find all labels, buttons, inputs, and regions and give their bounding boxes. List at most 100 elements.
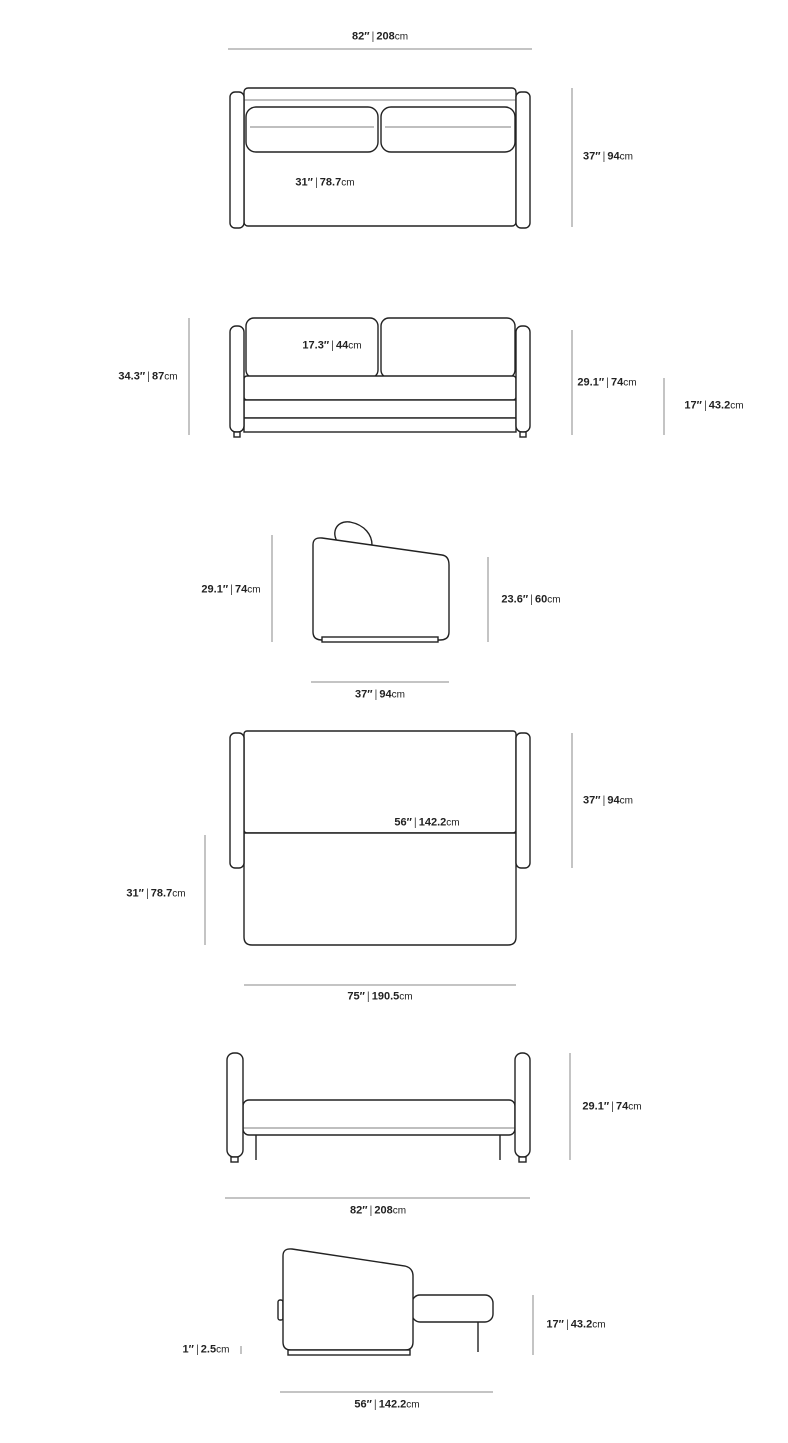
separator: | — [611, 1100, 614, 1113]
separator: | — [230, 583, 233, 596]
cm-value: 2.5 — [200, 1343, 217, 1356]
separator: | — [530, 593, 533, 606]
inch-value: 31″ — [295, 176, 313, 189]
sofa-side-view-open — [277, 1248, 494, 1356]
dimension-label-open-extension: 31″|78.7cm — [126, 887, 186, 900]
cm-value: 74 — [234, 583, 248, 596]
dimension-label-back-height: 17.3″|44cm — [302, 339, 362, 352]
inch-value: 82″ — [351, 30, 370, 43]
inch-value: 37″ — [583, 150, 601, 163]
cm-value: 190.5 — [371, 990, 400, 1003]
inch-value: 1″ — [182, 1343, 194, 1356]
separator: | — [602, 794, 606, 807]
sofa-top-view-open — [229, 730, 531, 946]
inch-value: 17″ — [684, 399, 702, 412]
inch-value: 29.1″ — [577, 376, 605, 389]
cm-value: 44 — [335, 339, 349, 352]
inch-value: 34.3″ — [118, 370, 146, 383]
unit: cm — [619, 795, 633, 807]
inch-value: 23.6″ — [501, 593, 529, 606]
sofa-front-view-closed — [229, 317, 531, 438]
separator: | — [374, 688, 378, 701]
cm-value: 94 — [379, 688, 392, 701]
inch-value: 75″ — [347, 990, 365, 1003]
dimension-label-open-arm-height: 29.1″|74cm — [582, 1100, 642, 1113]
unit: cm — [172, 888, 186, 900]
unit: cm — [399, 991, 413, 1003]
separator: | — [703, 399, 707, 412]
dimension-label-depth: 37″|94cm — [583, 150, 633, 163]
dimension-label-open-back-depth: 37″|94cm — [583, 794, 633, 807]
cm-value: 74 — [610, 376, 624, 389]
unit: cm — [341, 177, 355, 189]
cm-value: 94 — [607, 794, 620, 807]
cm-value: 60 — [534, 593, 548, 606]
dimension-label-seat-depth: 31″|78.7cm — [295, 176, 355, 189]
cm-value: 78.7 — [319, 176, 342, 189]
unit: cm — [216, 1344, 230, 1356]
separator: | — [145, 887, 149, 900]
unit: cm — [406, 1399, 420, 1411]
unit: cm — [446, 817, 460, 829]
unit: cm — [623, 377, 637, 389]
dimension-lines — [188, 48, 665, 1393]
cm-value: 208 — [374, 1204, 393, 1217]
unit: cm — [348, 340, 362, 352]
dimension-label-mattress-width: 75″|190.5cm — [347, 990, 413, 1003]
separator: | — [366, 990, 370, 1003]
cm-value: 43.2 — [570, 1318, 593, 1331]
separator: | — [371, 30, 375, 43]
separator: | — [195, 1343, 199, 1356]
inch-value: 56″ — [394, 816, 412, 829]
unit: cm — [730, 400, 744, 412]
inch-value: 37″ — [355, 688, 373, 701]
unit: cm — [164, 371, 178, 383]
unit: cm — [592, 1319, 606, 1331]
unit: cm — [247, 584, 261, 596]
dimension-label-arm-height: 29.1″|74cm — [577, 376, 637, 389]
inch-value: 56″ — [354, 1398, 372, 1411]
dimension-label-mattress-length: 56″|142.2cm — [394, 816, 460, 829]
separator: | — [369, 1204, 373, 1217]
inch-value: 31″ — [126, 887, 144, 900]
cm-value: 142.2 — [418, 816, 447, 829]
separator: | — [331, 339, 334, 352]
dimension-label-side-arm-height: 23.6″|60cm — [501, 593, 561, 606]
sofa-side-view-closed — [312, 521, 450, 643]
unit: cm — [394, 31, 409, 43]
separator: | — [314, 176, 318, 189]
cm-value: 142.2 — [378, 1398, 407, 1411]
dimension-label-mattress-height: 17″|43.2cm — [546, 1318, 606, 1331]
cm-value: 78.7 — [150, 887, 173, 900]
inch-value: 29.1″ — [201, 583, 229, 596]
unit: cm — [392, 1205, 407, 1217]
separator: | — [147, 370, 150, 383]
separator: | — [602, 150, 606, 163]
inch-value: 29.1″ — [582, 1100, 610, 1113]
dimension-label-open-depth: 56″|142.2cm — [354, 1398, 420, 1411]
unit: cm — [391, 689, 405, 701]
dimension-label-open-width: 82″|208cm — [349, 1204, 407, 1217]
inch-value: 17.3″ — [302, 339, 330, 352]
dimension-label-height: 34.3″|87cm — [118, 370, 178, 383]
inch-value: 17″ — [546, 1318, 564, 1331]
unit: cm — [619, 151, 633, 163]
sofa-front-view-open — [226, 1052, 531, 1163]
cm-value: 74 — [615, 1100, 629, 1113]
dimension-label-side-depth: 37″|94cm — [355, 688, 405, 701]
dimension-label-clearance: 1″|2.5cm — [182, 1343, 230, 1356]
inch-value: 82″ — [349, 1204, 368, 1217]
separator: | — [565, 1318, 569, 1331]
cm-value: 87 — [151, 370, 165, 383]
separator: | — [373, 1398, 377, 1411]
dimension-label-side-height: 29.1″|74cm — [201, 583, 261, 596]
dimension-label-seat-height: 17″|43.2cm — [684, 399, 744, 412]
cm-value: 94 — [607, 150, 620, 163]
cm-value: 208 — [376, 30, 395, 43]
separator: | — [606, 376, 609, 389]
unit: cm — [628, 1101, 642, 1113]
unit: cm — [547, 594, 561, 606]
sofa-top-view-closed — [229, 87, 531, 229]
cm-value: 43.2 — [708, 399, 731, 412]
